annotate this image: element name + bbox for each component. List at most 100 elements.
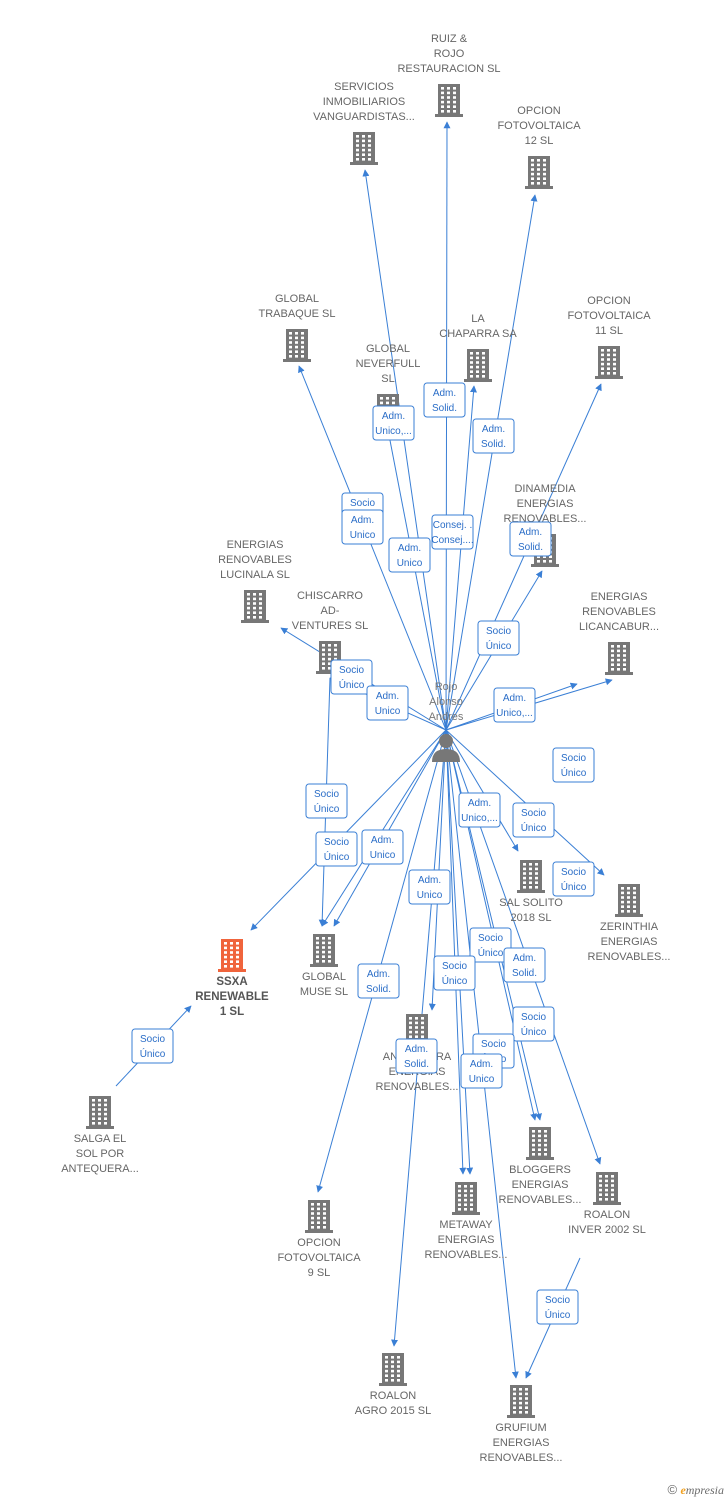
edge-label[interactable]: Adm.Solid. [423,382,466,418]
edge-label[interactable]: Adm. Unico [366,685,409,721]
company-node-zerinthia[interactable]: ZERINTHIAENERGIASRENOVABLES... [588,884,671,963]
edge-label[interactable]: Adm.Solid. [395,1038,438,1074]
building-icon [593,1172,621,1205]
company-name-line: ENERGIAS [591,591,648,603]
company-name-line: FOTOVOLTAICA [567,310,651,322]
company-name-line: ENERGIAS [512,1179,569,1191]
edge-label[interactable]: Adm.Unico,... [458,792,501,828]
company-name-line: RENEWABLE [195,991,269,1003]
company-name-line: SAL SOLITO [499,897,563,909]
edge-line [445,729,519,852]
edge-label-text: Unico [375,706,401,717]
edge-label-text: Consej. . [433,520,472,531]
edge-label-text: Solid. [366,984,391,995]
edge-label[interactable]: Adm.Unico [408,869,451,905]
edge-line [385,429,447,731]
edge-label-text: Único [140,1047,166,1060]
company-node-grufium[interactable]: GRUFIUMENERGIASRENOVABLES... [480,1385,563,1464]
edge-label-text: Adm. [398,543,421,554]
edge-label-text: Socio [545,1295,570,1306]
edge-label-text: Adm. [376,691,399,702]
edge-labels-layer: Adm.Solid.Adm.Unico,...Adm.Solid.SocioÚn… [131,382,595,1325]
company-name-line: RENOVABLES... [376,1081,459,1093]
edge-label[interactable]: Adm.Unico,... [372,405,415,441]
company-node-metaway[interactable]: METAWAYENERGIASRENOVABLES... [425,1182,508,1261]
company-name-line: AD- [321,605,340,617]
edge-label-text: Socio [339,665,364,676]
edge-label[interactable]: Adm.Unico [388,537,431,573]
building-icon [526,1127,554,1160]
edge-label[interactable]: Consej. .Consej.... [431,514,474,550]
edge-label-text: Único [314,802,340,815]
edge-label-text: Único [442,974,468,987]
copyright-symbol: © [667,1482,678,1497]
building-icon [507,1385,535,1418]
company-name-line: VANGUARDISTAS... [313,111,415,123]
main-company-building-icon [218,939,246,972]
company-node-bloggers[interactable]: BLOGGERSENERGIASRENOVABLES... [499,1127,582,1206]
edge-label[interactable]: Adm.Solid. [472,418,515,454]
company-name-line: GLOBAL [275,293,319,305]
company-name-line: ROALON [370,1390,417,1402]
edge-line [250,729,447,931]
company-name-line: CHISCARRO [297,590,363,602]
company-node-servicios[interactable]: SERVICIOSINMOBILIARIOSVANGUARDISTAS... [313,81,415,165]
company-name-line: ENERGIAS [517,498,574,510]
building-icon [305,1200,333,1233]
edge-label-text: Unico,... [496,708,533,719]
brand-initial: e [680,1483,686,1497]
building-icon [452,1182,480,1215]
edge-label[interactable]: Adm.Unico [361,829,404,865]
edge-label-text: Adm. [482,424,505,435]
company-name-line: LUCINALA SL [220,569,290,581]
company-node-licancabur[interactable]: ENERGIASRENOVABLESLICANCABUR... [579,591,659,675]
edge-label-text: Adm. [519,527,542,538]
edge-label-text: Adm. [367,969,390,980]
edge-label[interactable]: Adm.Unico,... [493,687,536,723]
edge-label-text: Solid. [512,968,537,979]
edge-label[interactable]: Adm.Solid. [509,521,552,557]
company-name-line: OPCION [517,105,560,117]
company-name-line: CHAPARRA SA [439,328,517,340]
building-icon [283,329,311,362]
company-name-line: FOTOVOLTAICA [277,1252,361,1264]
edge-label[interactable]: Adm.Unico [460,1053,503,1089]
edge-label-text: Único [545,1308,571,1321]
edge-label-text: Unico [417,890,443,901]
building-icon [379,1353,407,1386]
edge-label[interactable]: Adm. Solid. [357,963,400,999]
edge-label[interactable]: Adm.Unico [341,509,384,545]
company-name-line: ENERGIAS [438,1234,495,1246]
building-icon [525,156,553,189]
building-icon [241,590,269,623]
edge-label[interactable]: Adm.Solid. [503,947,546,983]
